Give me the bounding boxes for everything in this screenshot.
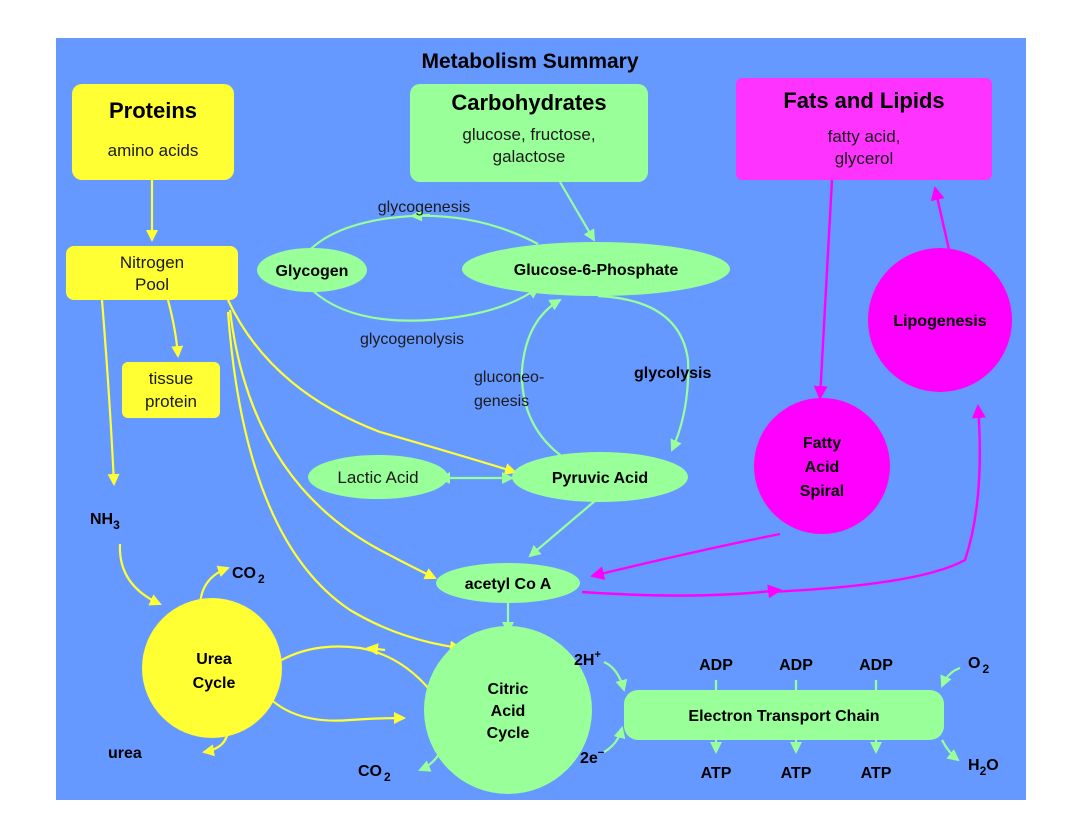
atp-label-3: ATP xyxy=(861,765,892,782)
tissue-protein-line-1: tissue xyxy=(149,369,193,388)
etc-label: Electron Transport Chain xyxy=(688,708,879,725)
atp-label-1: ATP xyxy=(701,765,732,782)
citric-line-1: Citric xyxy=(488,681,529,698)
electron-transport-chain-node xyxy=(624,690,944,740)
tissue-protein-box xyxy=(122,362,220,418)
adp-label-3: ADP xyxy=(859,657,893,674)
gluconeogenesis-label-2: genesis xyxy=(474,393,529,410)
adp-label-2: ADP xyxy=(779,657,813,674)
nitrogen-pool-line-2: Pool xyxy=(135,275,169,294)
arrow-pool-to-acetyl xyxy=(228,309,437,580)
tissue-protein-line-2: protein xyxy=(145,392,197,411)
arrow-lipogenesis-to-fats xyxy=(930,186,952,255)
arrow-pyruvic-to-acetyl xyxy=(528,499,597,558)
nitrogen-pool-box xyxy=(66,246,238,300)
arrow-urea-to-citric-bottom xyxy=(261,689,406,725)
carbohydrates-sub-2: galactose xyxy=(493,147,566,166)
e-minus-label: 2e− xyxy=(580,747,604,767)
adp-label-1: ADP xyxy=(699,657,733,674)
arrow-fats-to-spiral xyxy=(813,179,834,400)
citric-line-3: Cycle xyxy=(487,725,530,742)
lipid-pathway-arrows xyxy=(581,179,986,599)
arc-glycolysis xyxy=(597,294,690,452)
citric-acid-cycle-node xyxy=(424,626,592,794)
arrow-h-to-etc xyxy=(603,660,628,692)
gluconeogenesis-label-1: gluconeo- xyxy=(474,369,544,386)
h-plus-label: 2H+ xyxy=(574,649,601,669)
arrow-head-glycogenesis xyxy=(410,209,431,222)
arrow-pool-to-pyruvic xyxy=(227,299,517,475)
arrow-o2-to-etc xyxy=(940,666,961,688)
spiral-line-1: Fatty xyxy=(803,435,841,452)
glucose-6-phosphate-label: Glucose-6-Phosphate xyxy=(514,262,679,279)
h2o-label: H2O xyxy=(968,757,999,778)
carbohydrates-sub-1: glucose, fructose, xyxy=(462,125,595,144)
pyruvic-acid-node xyxy=(512,452,688,502)
glucose-6-phosphate-node xyxy=(462,242,730,296)
lipogenesis-label: Lipogenesis xyxy=(893,313,986,330)
fatty-acid-spiral-node xyxy=(754,398,890,534)
pyruvic-acid-label: Pyruvic Acid xyxy=(552,470,648,487)
carbohydrates-title: Carbohydrates xyxy=(451,90,606,115)
atp-label-2: ATP xyxy=(781,765,812,782)
arrow-pool-to-nh3 xyxy=(100,299,120,486)
arc-glycogenolysis xyxy=(311,286,540,322)
arrow-pool-to-tissue xyxy=(166,299,184,358)
carbohydrates-box xyxy=(410,84,648,182)
fats-sub-2: glycerol xyxy=(835,149,894,168)
spiral-line-2: Acid xyxy=(805,459,840,476)
arrow-e-to-etc xyxy=(603,726,626,753)
proteins-title: Proteins xyxy=(109,98,197,123)
arrow-etc-to-h2o xyxy=(941,739,960,762)
arrow-spiral-to-acetyl xyxy=(590,532,781,580)
lipogenesis-node xyxy=(868,248,1012,392)
proteins-box xyxy=(72,84,234,180)
glycogenesis-label: glycogenesis xyxy=(378,199,471,216)
lactic-acid-node xyxy=(308,455,448,499)
glycolysis-label: glycolysis xyxy=(634,365,711,382)
arrow-nh3-to-urea xyxy=(118,543,162,606)
spiral-line-3: Spiral xyxy=(800,483,844,500)
urea-cycle-line-1: Urea xyxy=(196,651,232,668)
glycogenolysis-label: glycogenolysis xyxy=(360,331,464,348)
proteins-sub: amino acids xyxy=(108,141,199,160)
citric-line-2: Acid xyxy=(491,703,526,720)
arrow-carbs-to-g6p xyxy=(559,181,596,242)
arc-gluconeogenesis xyxy=(520,298,571,463)
arrow-citric-to-urea-top xyxy=(259,645,431,691)
lactic-acid-label: Lactic Acid xyxy=(337,468,418,487)
acetyl-coa-label: acetyl Co A xyxy=(465,576,552,593)
fats-title: Fats and Lipids xyxy=(783,88,944,113)
arc-glycogenesis xyxy=(304,214,539,256)
fats-box xyxy=(736,78,992,180)
arrow-head-citric-urea xyxy=(366,643,386,656)
nh3-label: NH3 xyxy=(90,511,120,532)
glycogen-node xyxy=(257,248,367,292)
nitrogen-pool-line-1: Nitrogen xyxy=(120,253,184,272)
fats-sub-1: fatty acid, xyxy=(828,127,901,146)
urea-label: urea xyxy=(108,745,142,762)
arrow-acetyl-right xyxy=(581,584,782,599)
glycogen-label: Glycogen xyxy=(276,263,349,280)
acetyl-coa-node xyxy=(436,563,580,603)
diagram-title: Metabolism Summary xyxy=(421,50,638,73)
urea-cycle-node xyxy=(142,598,282,738)
arrow-acetyl-to-lipogenesis xyxy=(769,404,986,594)
arrow-pool-to-citric xyxy=(226,311,462,653)
urea-cycle-line-2: Cycle xyxy=(193,675,236,692)
